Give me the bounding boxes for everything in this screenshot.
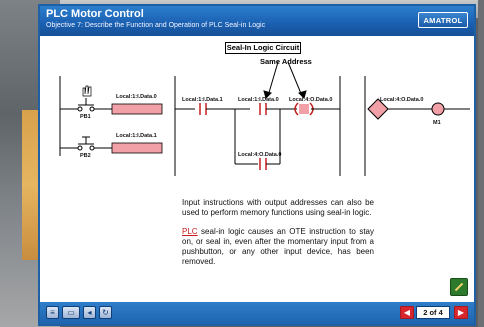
lesson-title: PLC Motor Control [46, 8, 144, 20]
pb1-label: PB1 [80, 114, 91, 120]
page-indicator: 2 of 4 [416, 306, 450, 319]
plc-glossary-link[interactable]: PLC [182, 227, 198, 236]
pb1-address-label: Local:1:I.Data.0 [116, 94, 157, 100]
lesson-window: PLC Motor Control Objective 7: Describe … [38, 4, 476, 326]
menu-list-icon[interactable]: ≡ [46, 306, 59, 319]
next-page-button[interactable]: ▶ [454, 306, 468, 319]
objective-subtitle: Objective 7: Describe the Function and O… [46, 22, 266, 29]
pb2-input-bar [111, 142, 163, 154]
same-address-label: Same Address [260, 57, 312, 66]
audio-icon[interactable]: ◂ [83, 306, 96, 319]
ote-coil-fill [299, 104, 309, 114]
m1-label: M1 [433, 120, 441, 126]
paragraph-1: Input instructions with output addresses… [182, 198, 374, 217]
main-rung [174, 76, 341, 176]
branch-contact-label: Local:4:O.Data.0 [238, 152, 282, 158]
tool-icon[interactable] [450, 278, 468, 296]
background-right [478, 0, 484, 327]
circuit-caption: Seal-In Logic Circuit [225, 42, 301, 54]
paragraph-2-text: seal-in logic causes an OTE instruction … [182, 227, 374, 266]
pb2-address-label: Local:1:I.Data.1 [116, 133, 157, 139]
paragraph-2: PLC seal-in logic causes an OTE instruct… [182, 227, 374, 267]
footer-bar: ≡ ▭ ◂ ↻ ◀ 2 of 4 ▶ [40, 302, 474, 324]
ladder-svg [59, 61, 470, 176]
rung-contact1-label: Local:1:I.Data.1 [182, 97, 223, 103]
motor-address-label: Local:4:O.Data.0 [380, 97, 424, 103]
input-wiring-section [59, 76, 112, 156]
pb1-input-bar [111, 103, 163, 115]
brand-logo[interactable]: AMATROL [418, 12, 468, 28]
rung-contact2-label: Local:1:I.Data.0 [238, 97, 279, 103]
pb2-label: PB2 [80, 153, 91, 159]
motor-output-section [364, 76, 470, 176]
header-bar: PLC Motor Control Objective 7: Describe … [40, 6, 474, 36]
screen-icon[interactable]: ▭ [62, 306, 80, 319]
ladder-diagram: Seal-In Logic Circuit Same Address Local… [40, 36, 478, 186]
same-address-arrows [263, 61, 307, 99]
rung-coil-label: Local:4:O.Data.0 [289, 97, 333, 103]
previous-page-button[interactable]: ◀ [400, 306, 414, 319]
hand-press-icon [82, 85, 92, 97]
replay-icon[interactable]: ↻ [99, 306, 112, 319]
lesson-text: Input instructions with output addresses… [182, 198, 374, 276]
